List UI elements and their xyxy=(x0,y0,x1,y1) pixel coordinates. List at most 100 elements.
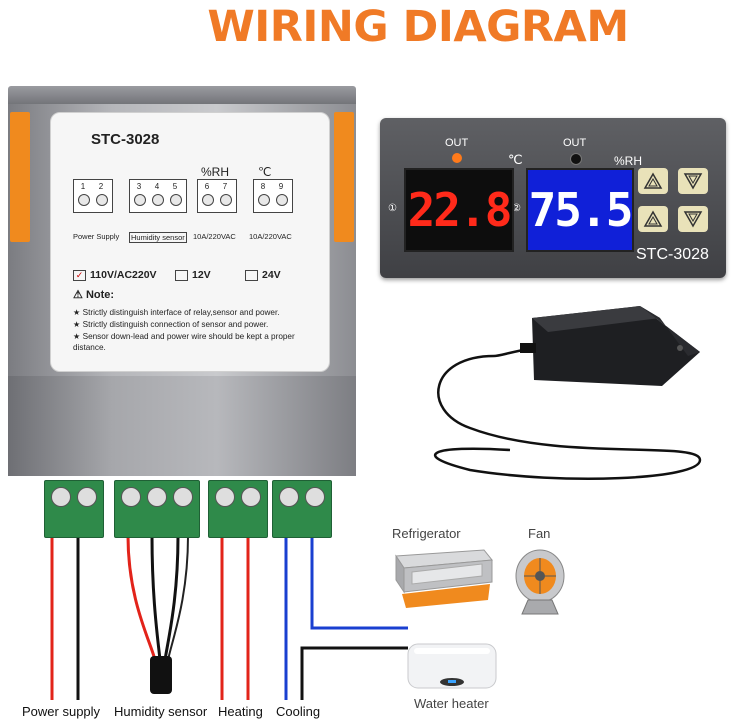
terminal-number: 4 xyxy=(154,182,160,191)
warning-icon: ⚠ xyxy=(73,289,83,301)
refrigerator-icon xyxy=(395,549,493,608)
triangle-down-icon xyxy=(683,211,703,228)
screw-icon xyxy=(170,194,182,206)
rear-label-card: STC-3028 %RH ℃ 1 2 3 4 5 6 7 8 9 xyxy=(50,112,330,372)
up-button-2[interactable] xyxy=(638,206,668,232)
temp-unit: ℃ xyxy=(508,152,523,167)
terminal-block-humidity xyxy=(114,480,200,538)
screw-icon xyxy=(96,194,108,206)
down-button-1[interactable] xyxy=(678,168,708,194)
screw-icon xyxy=(121,487,141,507)
mounting-clip-right xyxy=(334,112,354,242)
label-power-supply: Power supply xyxy=(22,704,101,719)
screw-icon xyxy=(78,194,90,206)
screw-icon xyxy=(134,194,146,206)
temperature-display: 22.8 xyxy=(404,168,514,252)
rh-unit: %RH xyxy=(614,154,643,168)
cable-grommet xyxy=(520,343,536,353)
terminal-number: 5 xyxy=(172,182,178,191)
controller-body-lower xyxy=(8,376,356,476)
caption-humidity: Humidity sensor xyxy=(129,232,187,243)
sensor-cable-sheath xyxy=(150,656,172,694)
label-fan: Fan xyxy=(528,526,551,541)
voltage-option-24v: 24V xyxy=(245,269,281,281)
screw-icon xyxy=(202,194,214,206)
mounting-clip-left xyxy=(10,112,30,242)
screw-icon xyxy=(258,194,270,206)
voltage-option-12v: 12V xyxy=(175,269,211,281)
out-label-2: OUT xyxy=(563,137,587,149)
rh-header: %RH xyxy=(201,165,230,179)
rear-terminal-relay2: 8 9 xyxy=(253,179,293,213)
caption-power: Power Supply xyxy=(73,232,120,241)
voltage-option-label: 110V/AC220V xyxy=(90,269,157,281)
empty-checkbox-icon xyxy=(245,269,258,281)
water-heater-icon xyxy=(407,643,497,689)
diagram-title: WIRING DIAGRAM xyxy=(207,2,629,52)
controller-top-rim xyxy=(8,86,356,106)
sensor-wire-black xyxy=(150,535,162,661)
cooling-wire-to-refrigerator xyxy=(310,536,408,630)
note-heading: ⚠ Note: xyxy=(73,288,114,301)
label-water-heater: Water heater xyxy=(414,696,489,711)
sensor-wire-black-2 xyxy=(163,535,180,661)
screw-icon xyxy=(152,194,164,206)
terminal-number: 3 xyxy=(136,182,142,191)
terminal-number: 2 xyxy=(98,182,104,191)
terminal-block-power xyxy=(44,480,104,538)
screw-icon xyxy=(279,487,299,507)
label-cooling: Cooling xyxy=(276,704,321,719)
checkmark-icon: ✓ xyxy=(73,269,86,281)
celsius-header: ℃ xyxy=(258,165,272,179)
fan-icon xyxy=(515,549,565,615)
voltage-option-label: 12V xyxy=(192,269,211,281)
screw-icon xyxy=(77,487,97,507)
label-refrigerator: Refrigerator xyxy=(392,526,461,541)
screw-icon xyxy=(276,194,288,206)
rear-terminal-power: 1 2 xyxy=(73,179,113,213)
terminal-number: 8 xyxy=(260,182,266,191)
screw-icon xyxy=(215,487,235,507)
label-heating: Heating xyxy=(218,704,263,719)
rear-terminal-humidity: 3 4 5 xyxy=(129,179,187,213)
screw-icon xyxy=(51,487,71,507)
terminal-block-cooling xyxy=(272,480,332,538)
empty-checkbox-icon xyxy=(175,269,188,281)
front-brand-label: STC-3028 xyxy=(636,246,709,263)
relay1-led-icon xyxy=(452,153,462,163)
terminal-number: 7 xyxy=(222,182,228,191)
screw-icon xyxy=(305,487,325,507)
sensor-wire-red xyxy=(126,535,157,661)
terminal-block-heating xyxy=(208,480,268,538)
note-line-2: ★ Strictly distinguish connection of sen… xyxy=(73,320,269,329)
up-button-1[interactable] xyxy=(638,168,668,194)
channel-2-marker: ② xyxy=(512,203,521,214)
screw-icon xyxy=(241,487,261,507)
caption-relay2: 10A/220VAC xyxy=(249,232,292,241)
voltage-option-label: 24V xyxy=(262,269,281,281)
humidity-sensor-probe-icon xyxy=(532,306,700,386)
screw-icon xyxy=(147,487,167,507)
screw-icon xyxy=(173,487,193,507)
terminal-number: 9 xyxy=(278,182,284,191)
triangle-up-icon xyxy=(643,172,663,189)
note-line-1: ★ Strictly distinguish interface of rela… xyxy=(73,308,280,317)
note-title: Note: xyxy=(85,289,115,301)
rear-model-label: STC-3028 xyxy=(91,131,160,148)
sensor-cable xyxy=(433,346,702,480)
humidity-display: 75.5 xyxy=(526,168,634,252)
voltage-option-110-220: ✓ 110V/AC220V xyxy=(73,269,157,281)
channel-1-marker: ① xyxy=(388,203,397,214)
rear-terminal-relay1: 6 7 xyxy=(197,179,237,213)
screw-icon xyxy=(220,194,232,206)
triangle-down-icon xyxy=(683,173,703,190)
relay2-led-icon xyxy=(570,153,582,165)
cooling-wire-to-heater xyxy=(300,646,408,700)
label-humidity-sensor: Humidity sensor xyxy=(114,704,208,719)
triangle-up-icon xyxy=(643,210,663,227)
down-button-2[interactable] xyxy=(678,206,708,232)
note-line-3: ★ Sensor down-lead and power wire should… xyxy=(73,332,295,352)
caption-relay1: 10A/220VAC xyxy=(193,232,236,241)
